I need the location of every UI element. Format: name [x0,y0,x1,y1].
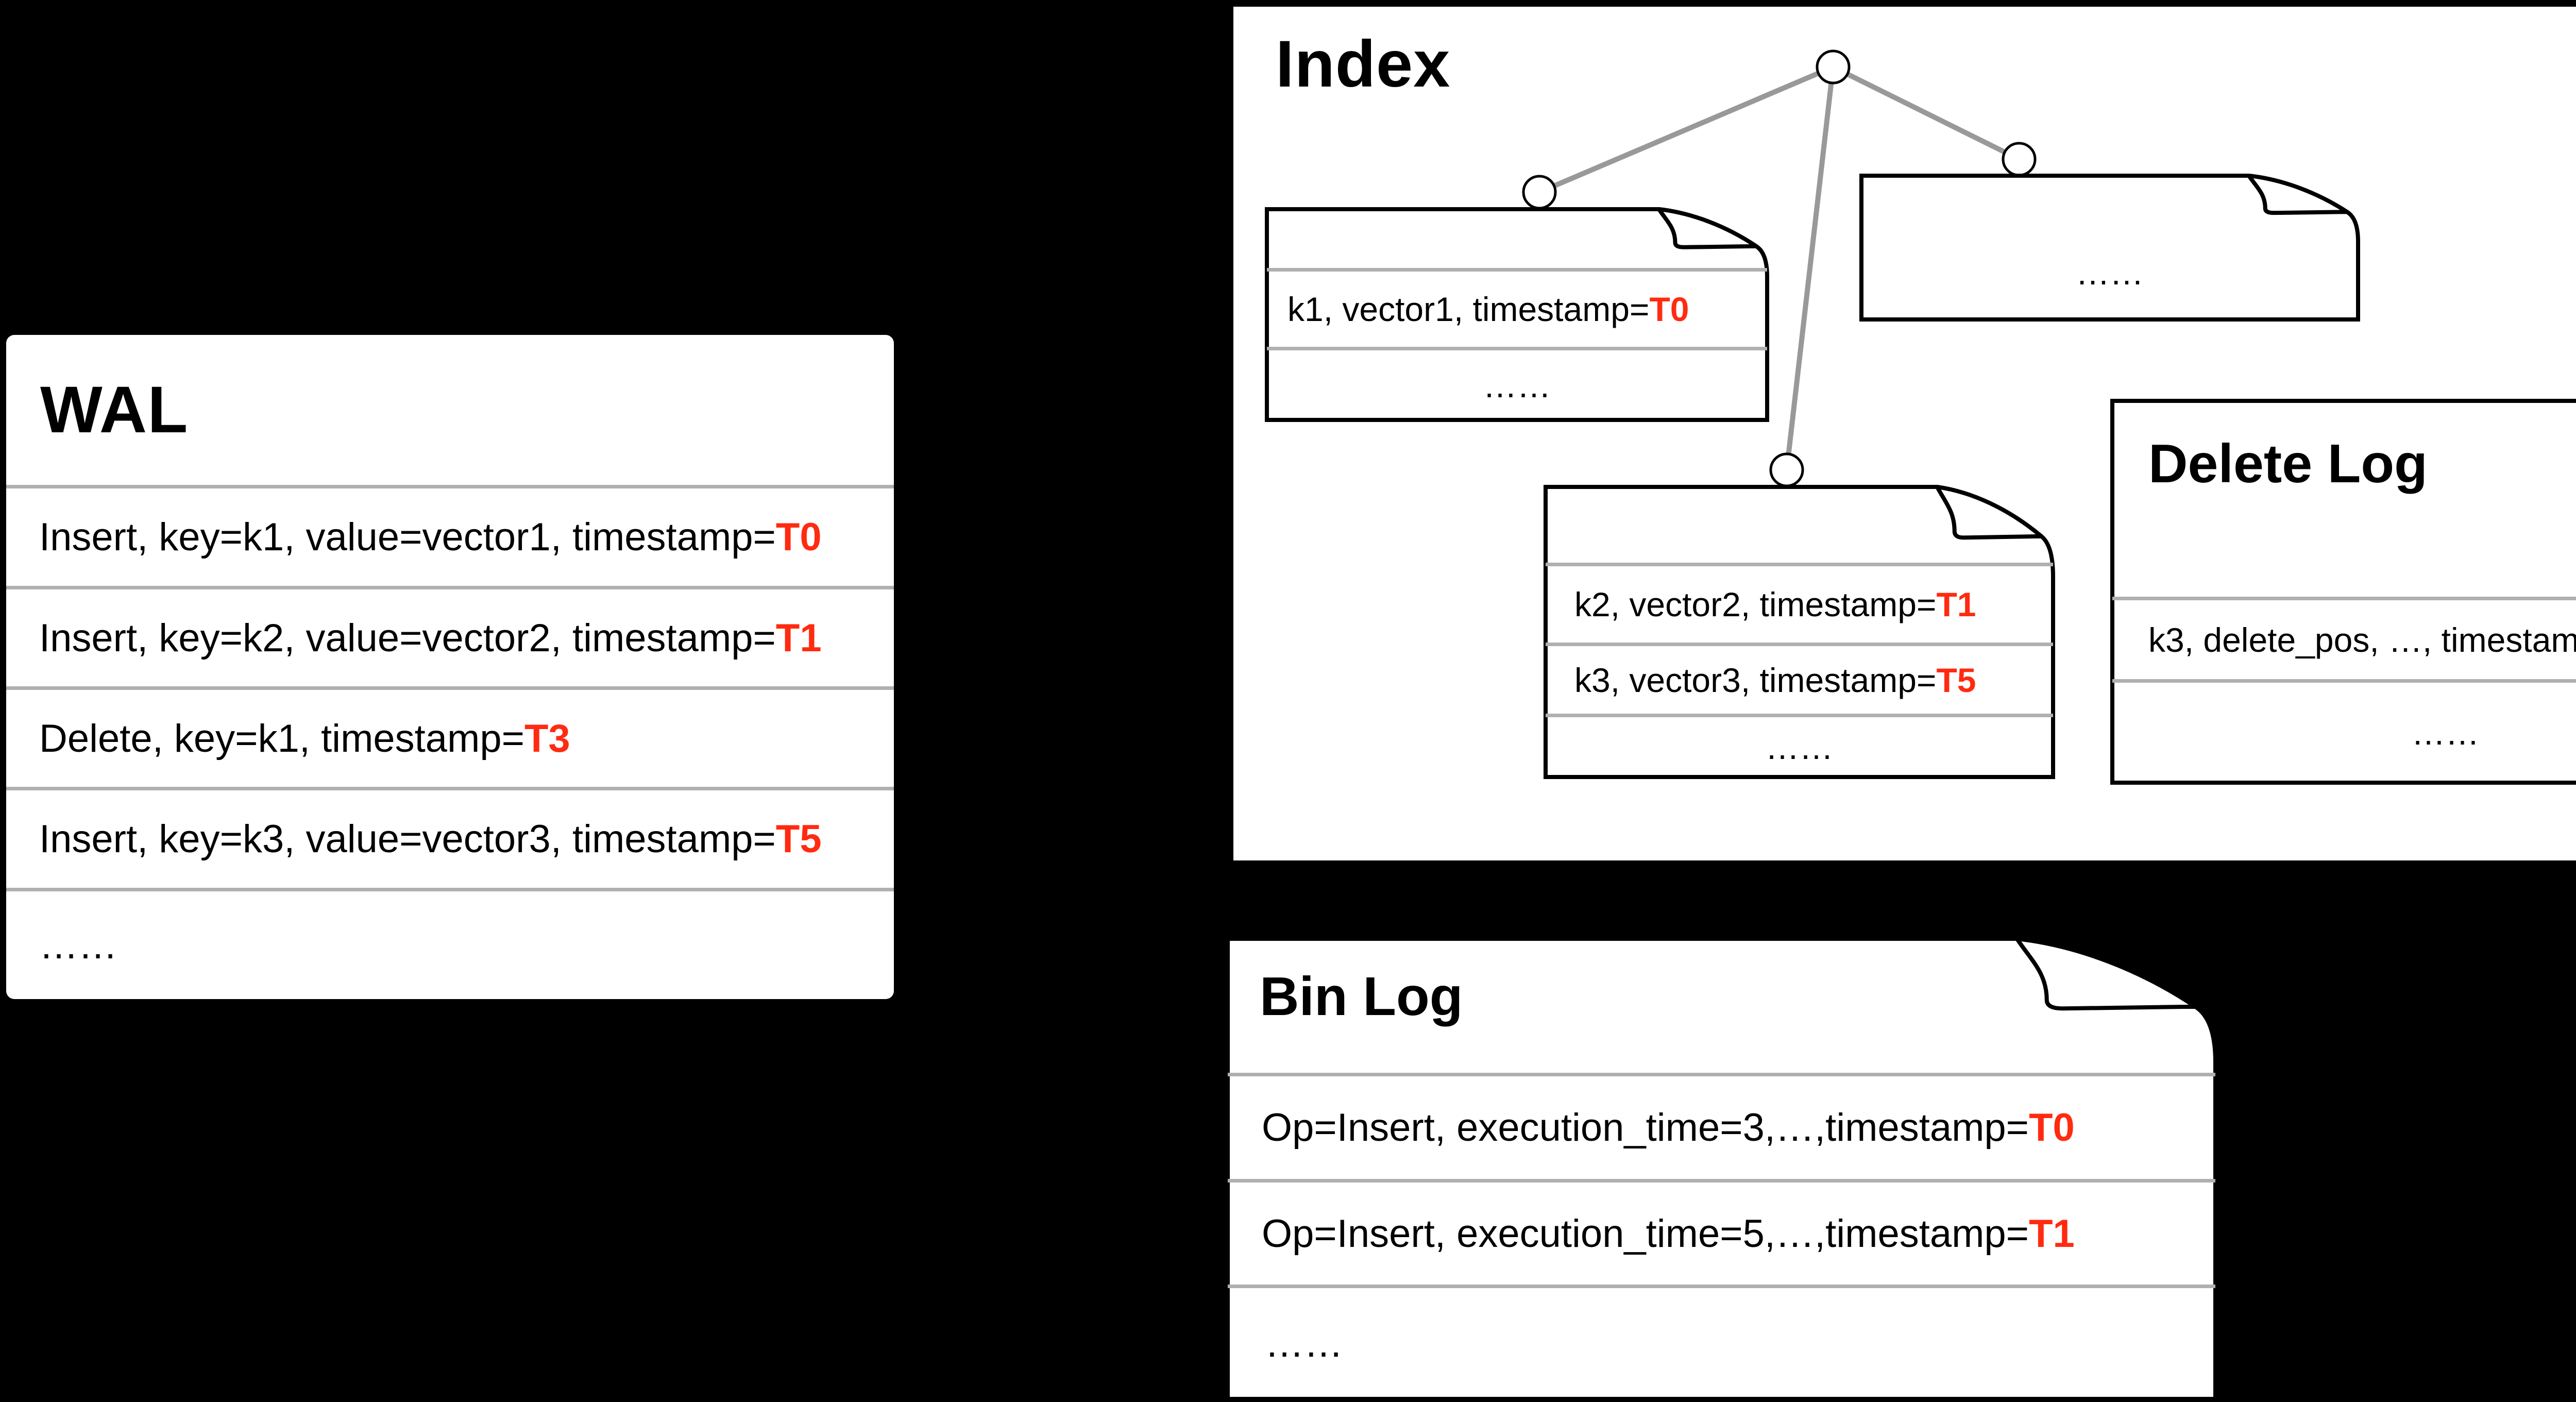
doc-header-blank [1546,487,2053,563]
tree-edge-root-middle [1784,66,1836,470]
wal-title: WAL [40,373,189,447]
index-segment-doc-k1: k1, vector1, timestamp=T0 …… [1265,207,1769,422]
timestamp-badge: T3 [524,716,570,761]
tree-left-node-icon [1522,175,1557,210]
delete-log-header: Delete Log [2112,401,2576,597]
ellipsis-text: …… [1765,728,1834,766]
doc-row-ellipsis: …… [2112,679,2576,783]
wal-row-insert-k3: Insert, key=k3, value=vector3, timestamp… [6,787,894,888]
ellipsis-text: …… [1483,366,1551,404]
tree-edge-root-right [1832,64,2021,162]
delete-log-title: Delete Log [2148,433,2428,494]
bin-log-row-1: Op=Insert, execution_time=3,…,timestamp=… [1228,1073,2215,1179]
index-panel: Index k1, vector1, timestamp=T0 …… …… [1233,7,2576,860]
bin-log-title: Bin Log [1260,966,1463,1027]
wal-box: WAL Insert, key=k1, value=vector1, times… [6,335,894,999]
doc-row-text: k2, vector2, timestamp= [1574,585,1937,623]
tree-root-node-icon [1816,49,1851,85]
index-title: Index [1276,27,1451,101]
document-page-icon [1544,485,2055,779]
wal-row-text: Insert, key=k3, value=vector3, timestamp… [39,817,776,861]
bin-log-doc: Bin Log Op=Insert, execution_time=3,…,ti… [1226,937,2217,1401]
doc-row-text: Op=Insert, execution_time=5,…,timestamp= [1262,1211,2029,1256]
doc-row-k3: k3, vector3, timestamp=T5 [1546,643,2053,714]
doc-row-text: Op=Insert, execution_time=3,…,timestamp= [1262,1106,2029,1150]
wal-row-text: Insert, key=k1, value=vector1, timestamp… [39,515,776,559]
bin-log-row-2: Op=Insert, execution_time=5,…,timestamp=… [1228,1179,2215,1285]
wal-row-ellipsis: …… [6,888,894,999]
timestamp-badge: T5 [775,817,822,861]
doc-row-k2: k2, vector2, timestamp=T1 [1546,563,2053,643]
tree-edge-root-left [1538,64,1834,195]
index-segment-doc-k2-k3: k2, vector2, timestamp=T1 k3, vector3, t… [1544,485,2055,779]
ellipsis-text: …… [39,923,117,967]
ellipsis-text: …… [2076,253,2144,292]
ellipsis-text: …… [1265,1322,1343,1365]
timestamp-badge: T1 [2029,1211,2075,1256]
document-page-icon [1226,937,2217,1401]
document-page-icon [2110,399,2576,785]
timestamp-badge: T5 [1936,661,1976,699]
ellipsis-text: …… [2411,714,2480,752]
tree-right-node-icon [2002,142,2037,177]
wal-row-text: Delete, key=k1, timestamp= [39,716,524,761]
timestamp-badge: T1 [1936,585,1976,623]
doc-row-text: k1, vector1, timestamp= [1287,290,1650,328]
document-page-icon [1859,174,2360,322]
doc-header-blank [1861,176,2358,225]
doc-row-ellipsis: …… [1546,714,2053,777]
timestamp-badge: T0 [2029,1106,2075,1150]
timestamp-badge: T0 [1649,290,1689,328]
index-tree-graph [1522,49,2037,487]
delete-log-row-k3: k3, delete_pos, …, timestamp=T3 [2112,597,2576,679]
timestamp-badge: T1 [775,616,822,660]
delete-log-doc: Delete Log k3, delete_pos, …, timestamp=… [2110,399,2576,785]
wal-header: WAL [6,335,894,485]
bin-log-row-ellipsis: …… [1228,1285,2215,1399]
wal-row-insert-k1: Insert, key=k1, value=vector1, timestamp… [6,485,894,586]
index-segment-doc-other: …… [1859,174,2360,322]
timestamp-badge: T0 [775,515,822,559]
wal-row-insert-k2: Insert, key=k2, value=vector2, timestamp… [6,586,894,686]
doc-row-ellipsis: …… [1861,225,2358,319]
doc-row-k1: k1, vector1, timestamp=T0 [1267,268,1767,347]
doc-header-blank [1267,209,1767,268]
doc-row-text: k3, vector3, timestamp= [1574,661,1937,699]
doc-row-ellipsis: …… [1267,347,1767,420]
wal-row-text: Insert, key=k2, value=vector2, timestamp… [39,616,776,660]
doc-row-text: k3, delete_pos, …, timestamp= [2148,620,2576,659]
wal-row-delete-k1: Delete, key=k1, timestamp=T3 [6,686,894,787]
tree-middle-node-icon [1769,452,1804,487]
bin-log-header: Bin Log [1228,939,2215,1073]
